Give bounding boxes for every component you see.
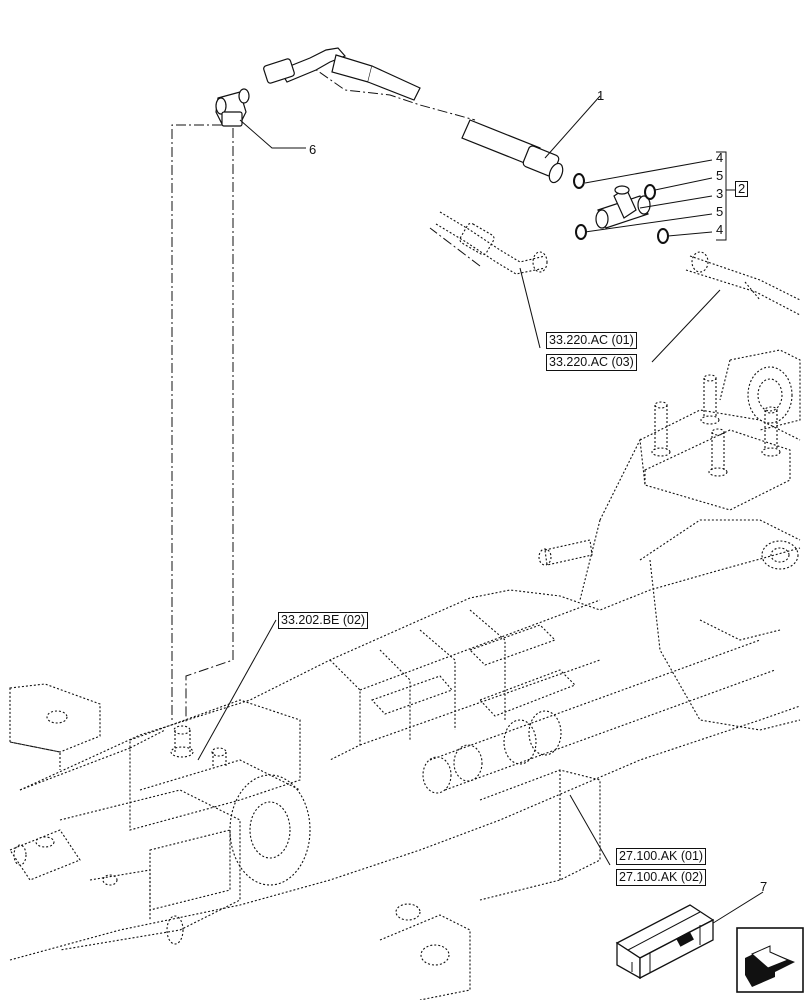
callout-5-upper: 5	[716, 168, 724, 183]
ref-33-220-ac-03[interactable]: 33.220.AC (03)	[546, 354, 637, 371]
ref-27-100-ak-02[interactable]: 27.100.AK (02)	[616, 869, 707, 886]
callout-3: 3	[716, 186, 724, 201]
callout-5-lower: 5	[716, 204, 724, 219]
kit-box-icon	[615, 904, 715, 980]
next-page-arrow-icon	[736, 927, 804, 993]
ref-33-220-ac-01[interactable]: 33.220.AC (01)	[546, 332, 637, 349]
callout-1: 1	[597, 88, 605, 103]
callout-7: 7	[760, 879, 768, 894]
callout-2-kit-box: 2	[735, 181, 749, 197]
callout-4-lower: 4	[716, 222, 724, 237]
ref-27-100-ak-01[interactable]: 27.100.AK (01)	[616, 848, 707, 865]
callout-6: 6	[309, 142, 317, 157]
callout-4-upper: 4	[716, 150, 724, 165]
ref-33-202-be-02[interactable]: 33.202.BE (02)	[278, 612, 369, 629]
